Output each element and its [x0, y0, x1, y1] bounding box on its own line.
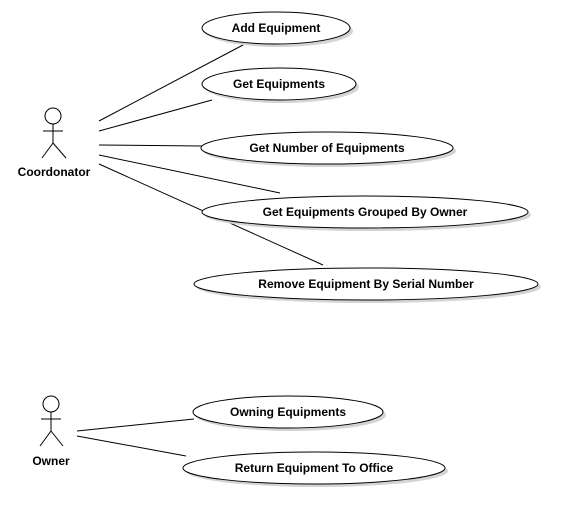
actor-coordinator[interactable]: Coordonator	[18, 107, 91, 179]
use-case-return-equipment-to-office[interactable]: Return Equipment To Office	[182, 451, 448, 487]
actor-label: Coordonator	[18, 165, 91, 179]
use-case-owning-equipments[interactable]: Owning Equipments	[192, 395, 386, 431]
use-case-label: Get Equipments Grouped By Owner	[263, 205, 468, 219]
use-case-remove-equipment-by-serial-number[interactable]: Remove Equipment By Serial Number	[193, 267, 541, 303]
use-case-add-equipment[interactable]: Add Equipment	[201, 11, 353, 47]
use-case-label: Get Number of Equipments	[249, 141, 405, 155]
use-case-label: Remove Equipment By Serial Number	[258, 277, 474, 291]
associations	[76, 44, 324, 457]
association-coordinator-add-equipment	[98, 44, 244, 122]
actor-owner[interactable]: Owner	[32, 395, 70, 468]
use-case-get-number-of-equipments[interactable]: Get Number of Equipments	[200, 131, 456, 167]
stick-figure-icon	[41, 107, 67, 159]
actor-label: Owner	[32, 454, 70, 468]
use-case-label: Add Equipment	[232, 21, 321, 35]
use-case-label: Get Equipments	[233, 77, 325, 91]
association-owner-return-equipment-to-office	[76, 435, 187, 457]
use-case-get-equipments-grouped-by-owner[interactable]: Get Equipments Grouped By Owner	[201, 195, 531, 231]
use-case-label: Owning Equipments	[230, 405, 346, 419]
association-coordinator-get-number-of-equipments	[98, 144, 203, 147]
association-owner-owning-equipments	[76, 418, 195, 432]
association-coordinator-get-equipments-grouped-by-owner	[98, 154, 281, 194]
use-case-get-equipments[interactable]: Get Equipments	[201, 67, 359, 103]
stick-figure-icon	[39, 395, 64, 447]
use-case-label: Return Equipment To Office	[235, 461, 394, 475]
association-coordinator-get-equipments	[98, 99, 213, 132]
